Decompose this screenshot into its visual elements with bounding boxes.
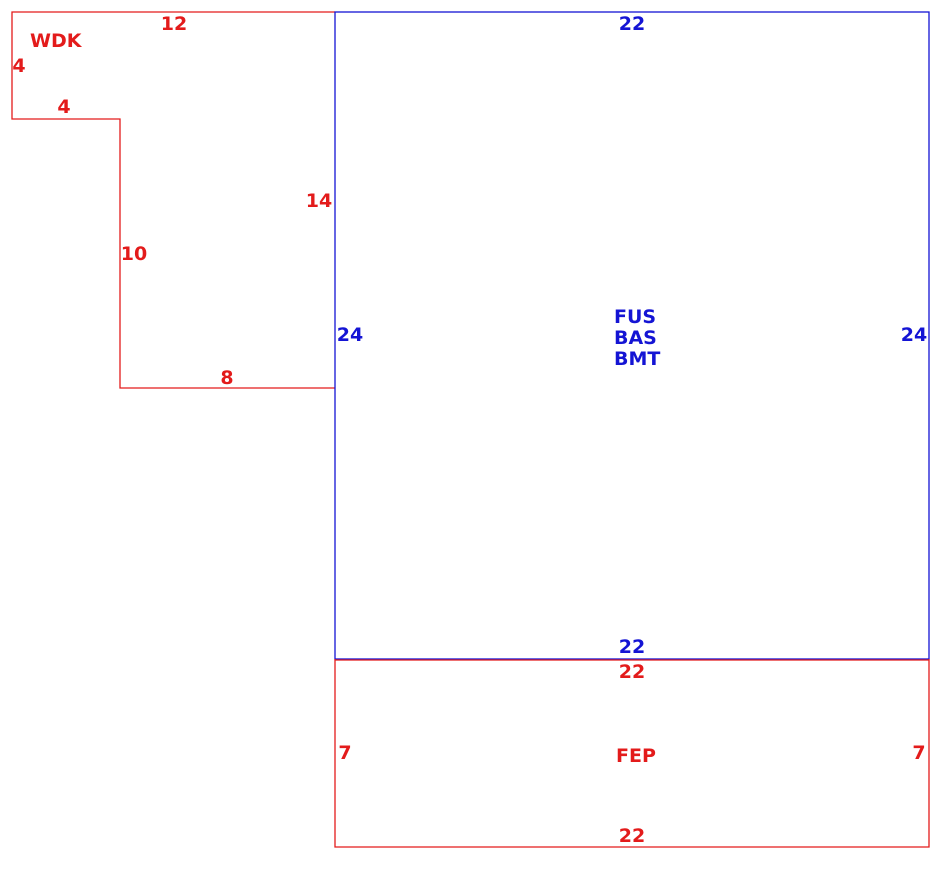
fep-outline [334,659,930,848]
wdk-dim-step: 4 [57,96,70,118]
main-dim-bottom: 22 [619,636,645,658]
wdk-dim-top: 12 [161,13,187,35]
main-dim-right: 24 [901,324,927,346]
wdk-dim-right: 14 [306,190,332,212]
main-name-bmt: BMT [614,348,660,370]
fep-name-label: FEP [616,745,656,767]
main-dim-left: 24 [337,324,363,346]
main-name-fus: FUS [614,306,656,328]
main-area-outline [334,11,930,660]
wdk-dim-inner: 10 [121,243,147,265]
fep-dim-top: 22 [619,661,645,683]
fep-dim-left: 7 [338,742,351,764]
wdk-dim-left: 4 [12,55,25,77]
wdk-name-label: WDK [30,30,83,52]
fep-dim-bottom: 22 [619,825,645,847]
main-name-bas: BAS [614,327,657,349]
wdk-dim-bottom: 8 [220,367,233,389]
fep-dim-right: 7 [912,742,925,764]
main-dim-top: 22 [619,13,645,35]
wdk-outline [11,11,335,389]
